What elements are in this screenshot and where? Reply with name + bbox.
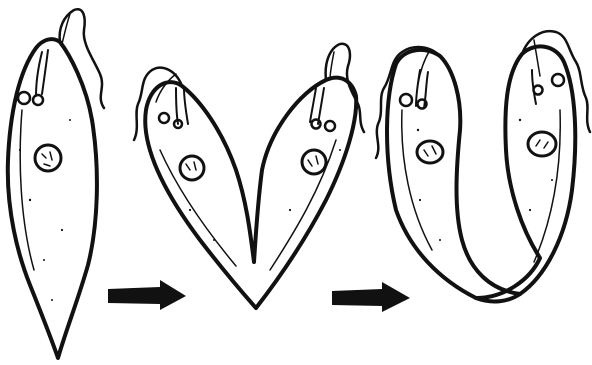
stage-2-right-kinetoplast (312, 120, 321, 129)
arrow-2 (332, 282, 410, 312)
stage-3-right-nucleus (528, 132, 556, 156)
stage-1-nucleus (35, 145, 61, 171)
stage-3-left-nucleus (417, 141, 443, 163)
stage-3-cell (376, 31, 590, 301)
stage-2-left-nucleus (180, 156, 204, 180)
stage-2-left-flagellum (134, 68, 182, 140)
right-arrow-icon (108, 280, 186, 310)
stage-2-right-nucleus (302, 150, 326, 174)
stage-2-left-kinetoplast (159, 113, 169, 123)
stage-3-right-kinetoplast (552, 74, 564, 86)
right-arrow-icon (332, 282, 410, 312)
stage-3-left-kinetoplast (400, 94, 412, 106)
stage-2-cell (134, 44, 364, 308)
stage-1-cell (8, 9, 104, 358)
arrow-1 (108, 280, 186, 310)
stage-1-kinetoplast (18, 92, 30, 104)
stage-2-right-flagellum (326, 44, 364, 132)
cytoplasm-speckles (19, 119, 553, 301)
